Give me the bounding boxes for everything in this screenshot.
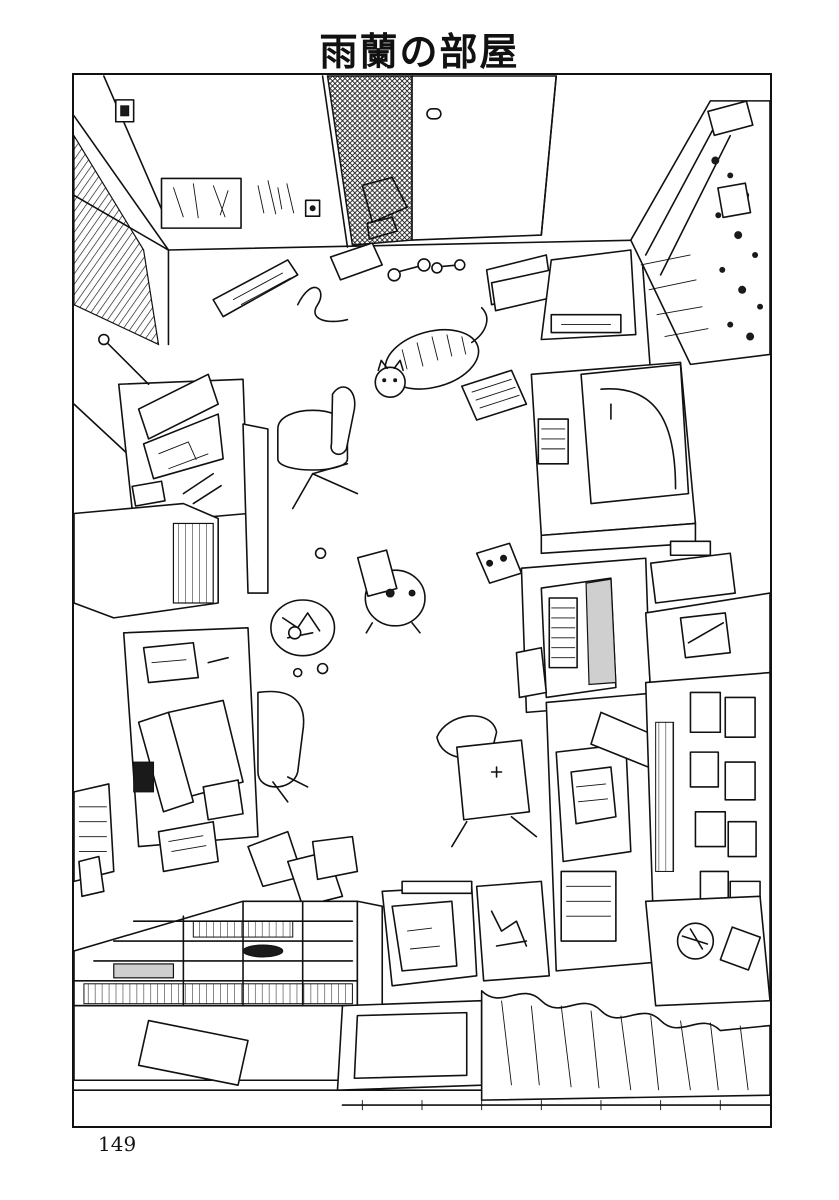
chair-center — [436, 715, 538, 848]
magazine-pile — [460, 369, 528, 421]
drawer-shelves — [74, 900, 359, 1007]
chair-left — [257, 690, 309, 803]
low-table — [336, 999, 483, 1091]
curtain — [480, 989, 770, 1101]
paper-ball — [292, 547, 329, 678]
remote-control — [212, 259, 299, 318]
light-switch — [114, 99, 135, 123]
floor-rail — [341, 1100, 770, 1111]
room-illustration-panel — [72, 73, 772, 1128]
computer-desk — [515, 557, 652, 714]
small-box — [329, 242, 384, 281]
room-illustration — [74, 75, 770, 1111]
cat — [374, 306, 488, 398]
swivel-chair-top — [277, 386, 359, 510]
wall-poster — [160, 177, 242, 229]
wall-calendar — [74, 783, 115, 898]
page-number: 149 — [98, 1132, 137, 1156]
book-stack — [485, 254, 557, 312]
study-desk — [122, 627, 259, 873]
wardrobe-cabinet — [530, 361, 697, 555]
left-desk — [117, 373, 269, 594]
radio-device — [475, 542, 523, 584]
wall-scribbles — [257, 180, 295, 215]
figure-shelf — [630, 100, 770, 366]
storage-boxes — [381, 880, 551, 987]
page-title: 雨蘭の部屋 — [319, 30, 520, 74]
robot-toy — [356, 549, 426, 634]
drawer-stack — [356, 900, 384, 1012]
crt-monitor-left — [74, 502, 219, 619]
printer — [644, 540, 770, 694]
floor-lamp — [98, 333, 150, 386]
bookshelf-right — [644, 671, 770, 1007]
dumbbells — [387, 258, 466, 282]
desk-lamp-box — [540, 249, 637, 341]
wall-outlet — [304, 199, 321, 218]
doorway — [321, 75, 558, 248]
cable — [296, 286, 349, 323]
waste-basket — [270, 599, 336, 657]
floor-books — [247, 830, 359, 908]
